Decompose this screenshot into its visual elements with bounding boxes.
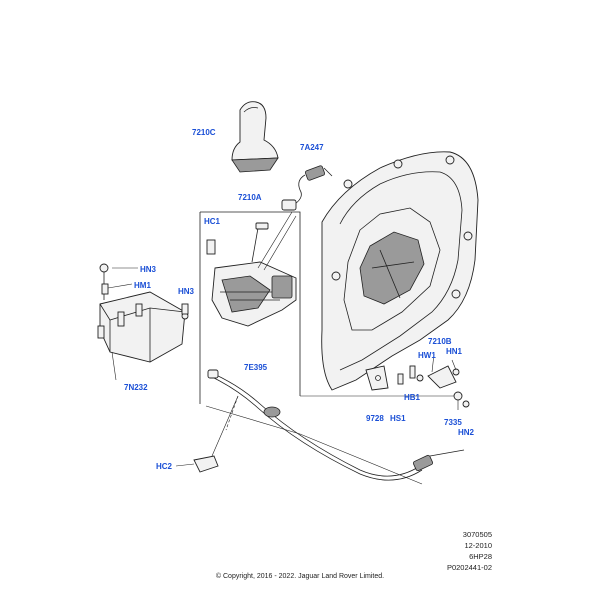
callout-hn1: HN1 (446, 347, 463, 356)
wiring-harness (281, 165, 333, 211)
copyright-notice: © Copyright, 2016 - 2022. Jaguar Land Ro… (215, 573, 385, 580)
callout-9728: 9728 (366, 414, 384, 423)
callout-7e395: 7E395 (244, 363, 268, 372)
callout-hc1: HC1 (204, 217, 221, 226)
cable-clip (175, 395, 239, 473)
callout-hm1: HM1 (134, 281, 151, 290)
callout-hb1: HB1 (404, 393, 421, 402)
meta-date: 12-2010 (464, 541, 492, 550)
callout-hn2: HN2 (458, 428, 475, 437)
callout-hn3-left: HN3 (140, 265, 157, 274)
callout-7210b: 7210B (428, 337, 452, 346)
callout-7335: 7335 (444, 418, 462, 427)
callout-hw1: HW1 (418, 351, 436, 360)
callout-hc2: HC2 (156, 462, 173, 471)
meta-transmission-model: 6HP28 (469, 552, 492, 561)
meta-illustration-number: 3070505 (462, 530, 492, 539)
callout-hn3-right: HN3 (178, 287, 195, 296)
callout-7n232: 7N232 (124, 383, 148, 392)
gear-knob (231, 101, 279, 173)
transmission-housing (321, 151, 479, 391)
callout-7210a: 7210A (238, 193, 262, 202)
callout-7210c: 7210C (192, 128, 216, 137)
selector-assembly (199, 211, 301, 404)
meta-reference-code: P0202441-02 (446, 563, 492, 572)
callout-7a247: 7A247 (300, 143, 324, 152)
mounting-bracket (97, 263, 189, 381)
callout-hs1: HS1 (390, 414, 406, 423)
abutment-bracket (365, 353, 470, 408)
